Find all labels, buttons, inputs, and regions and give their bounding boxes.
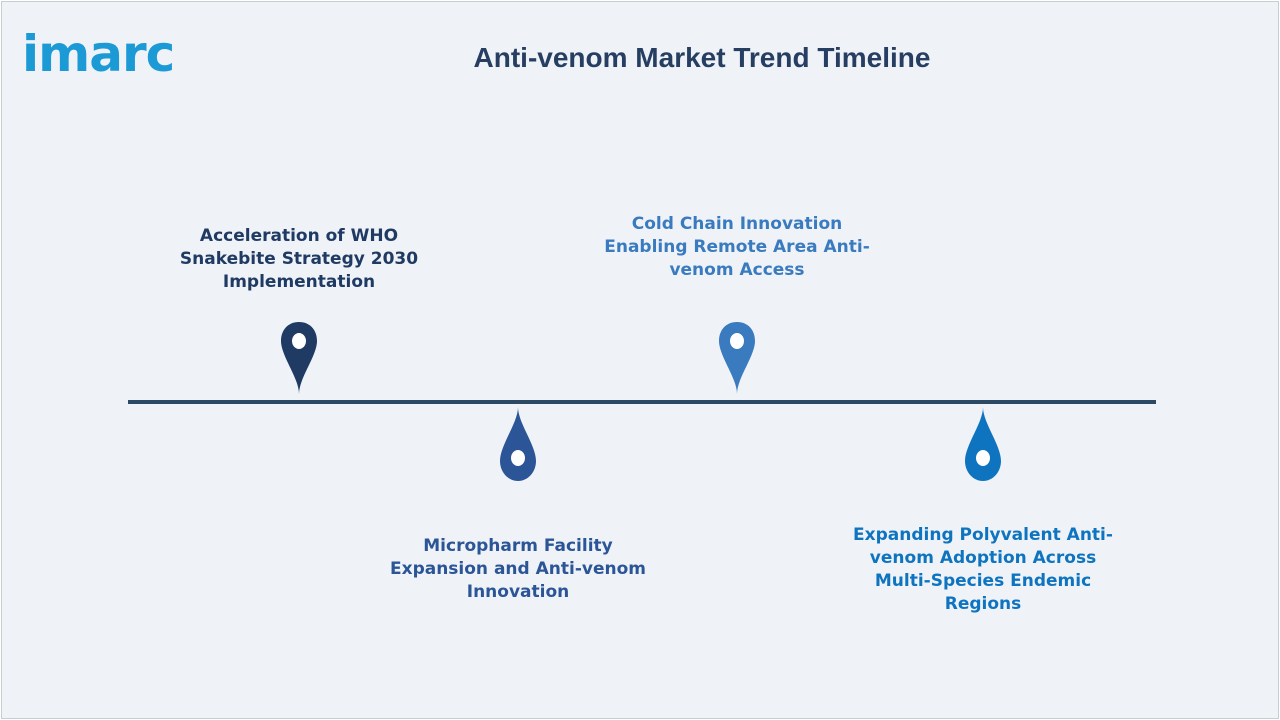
- drop-icon: [500, 407, 536, 481]
- milestone-label-4: Expanding Polyvalent Anti-venom Adoption…: [853, 525, 1113, 614]
- logo-text: imarc: [22, 25, 175, 83]
- map-pin-icon: [281, 322, 317, 394]
- drop-icon: [965, 407, 1001, 481]
- milestone-label-1: Acceleration of WHO Snakebite Strategy 2…: [179, 226, 419, 292]
- page-title: Anti-venom Market Trend Timeline: [473, 42, 931, 73]
- map-pin-icon: [719, 322, 755, 394]
- imarc-logo: imarc: [22, 16, 207, 83]
- milestone-label-2: Micropharm Facility Expansion and Anti-v…: [389, 536, 646, 602]
- timeline-line: [128, 400, 1156, 404]
- milestone-label-3: Cold Chain Innovation Enabling Remote Ar…: [604, 214, 870, 280]
